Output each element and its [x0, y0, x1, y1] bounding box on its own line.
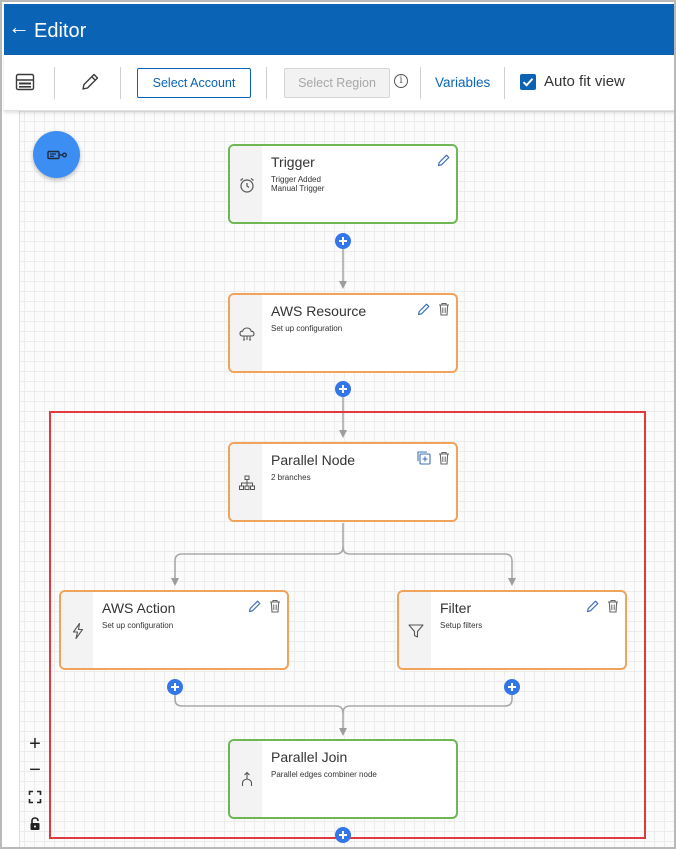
node-subtitle: Parallel edges combiner node — [271, 770, 377, 779]
auto-fit-label: Auto fit view — [544, 73, 625, 90]
node-parallel[interactable]: Parallel Node 2 branches — [228, 442, 458, 522]
trash-icon[interactable] — [436, 301, 452, 317]
node-subtitle: Setup filters — [440, 621, 483, 630]
node-icon-strip — [230, 295, 262, 371]
zoom-in-button[interactable]: + — [29, 732, 41, 755]
node-aws-resource[interactable]: AWS Resource Set up configuration — [228, 293, 458, 373]
toolbar-divider — [504, 67, 505, 99]
toolbar-divider — [266, 67, 267, 99]
edit-pencil-icon[interactable] — [247, 598, 263, 614]
edit-pencil-icon[interactable] — [436, 152, 452, 168]
node-title: Trigger — [271, 154, 315, 170]
toolbar-divider — [420, 67, 421, 99]
node-parallel-join[interactable]: Parallel Join Parallel edges combiner no… — [228, 739, 458, 819]
node-trigger[interactable]: Trigger Trigger Added Manual Trigger — [228, 144, 458, 224]
add-branch-icon[interactable] — [416, 450, 432, 466]
add-step-button[interactable] — [167, 679, 183, 695]
node-icon-strip — [399, 592, 431, 668]
funnel-icon — [408, 624, 424, 638]
node-filter[interactable]: Filter Setup filters — [397, 590, 627, 670]
add-step-button[interactable] — [335, 233, 351, 249]
node-subtitle: Trigger Added — [271, 175, 321, 184]
toolbar-divider — [120, 67, 121, 99]
add-step-button[interactable] — [504, 679, 520, 695]
layout-icon[interactable] — [12, 69, 38, 95]
node-title: AWS Resource — [271, 303, 367, 319]
select-account-button[interactable]: Select Account — [137, 68, 251, 98]
toolbar-divider — [54, 67, 55, 99]
select-region-button: Select Region — [284, 68, 390, 98]
page-title: Editor — [34, 20, 87, 42]
add-step-button[interactable] — [335, 381, 351, 397]
node-icon-strip — [61, 592, 93, 668]
key-card-icon — [46, 150, 67, 159]
node-subtitle: 2 branches — [271, 473, 311, 482]
auto-fit-checkbox[interactable] — [520, 74, 536, 90]
lightning-icon — [72, 622, 84, 640]
pencil-icon[interactable] — [77, 69, 103, 95]
zoom-out-button[interactable]: − — [29, 758, 41, 781]
node-aws-action[interactable]: AWS Action Set up configuration — [59, 590, 289, 670]
alarm-clock-icon — [240, 178, 254, 193]
node-title: Parallel Join — [271, 749, 348, 765]
edit-pencil-icon[interactable] — [585, 598, 601, 614]
node-icon-strip — [230, 146, 262, 222]
trash-icon[interactable] — [267, 598, 283, 614]
sitemap-icon — [239, 475, 255, 490]
add-step-button[interactable] — [335, 827, 351, 843]
merge-icon — [241, 771, 253, 786]
edit-pencil-icon[interactable] — [416, 301, 432, 317]
fit-view-icon — [28, 790, 42, 804]
info-icon[interactable]: i — [394, 74, 408, 88]
variables-link[interactable]: Variables — [435, 75, 491, 90]
node-title: Filter — [440, 600, 472, 616]
node-title: AWS Action — [102, 600, 176, 616]
toolbar: Select Account Select Region i Variables… — [4, 55, 674, 111]
trash-icon[interactable] — [605, 598, 621, 614]
node-title: Parallel Node — [271, 452, 356, 468]
canvas-side-rail — [4, 111, 20, 847]
node-subtitle: Set up configuration — [271, 324, 343, 333]
connector-fab-button[interactable] — [33, 131, 80, 178]
checkmark-icon — [522, 78, 534, 87]
fit-view-button[interactable] — [22, 784, 48, 810]
header-bar: ← Editor — [4, 4, 674, 55]
lock-icon — [30, 817, 40, 830]
lock-button[interactable] — [22, 811, 48, 837]
node-icon-strip — [230, 444, 262, 520]
trash-icon[interactable] — [436, 450, 452, 466]
node-subtitle: Set up configuration — [102, 621, 174, 630]
cloud-icon — [239, 327, 255, 341]
node-subtitle: Manual Trigger — [271, 184, 325, 193]
back-arrow-icon[interactable]: ← — [8, 14, 30, 39]
